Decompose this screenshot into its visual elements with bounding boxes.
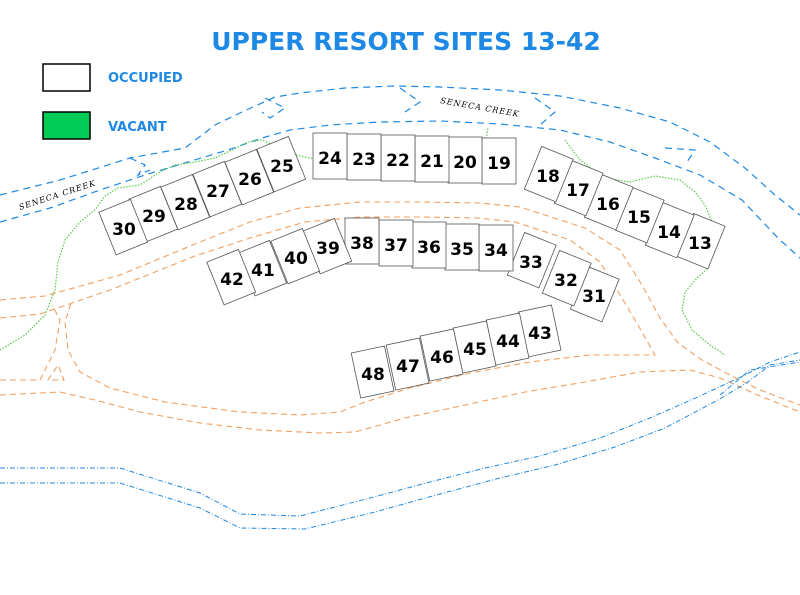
campsite-number: 19 — [487, 154, 511, 174]
legend-vacant-label: VACANT — [108, 120, 167, 135]
campsite-box[interactable] — [541, 249, 592, 307]
campsite-number: 43 — [528, 324, 552, 344]
campsite-number: 33 — [519, 253, 543, 273]
campsite-45[interactable]: 45 — [452, 320, 497, 374]
campsite-number: 15 — [627, 208, 651, 228]
campsite-box[interactable] — [447, 136, 483, 184]
legend-vacant-swatch — [42, 111, 91, 140]
campsite-number: 26 — [238, 170, 262, 190]
campsite-44[interactable]: 44 — [485, 312, 530, 366]
campsite-number: 14 — [657, 223, 681, 243]
campsite-number: 48 — [361, 365, 385, 385]
campsite-box[interactable] — [270, 227, 321, 285]
campsite-number: 46 — [430, 348, 454, 368]
campsite-number: 27 — [206, 182, 230, 202]
campsite-number: 39 — [316, 239, 340, 259]
campsite-number: 41 — [251, 261, 275, 281]
campsite-20[interactable]: 20 — [447, 136, 483, 184]
campsite-number: 23 — [352, 150, 376, 170]
campsite-23[interactable]: 23 — [346, 133, 382, 181]
campsite-32[interactable]: 32 — [541, 249, 592, 307]
road-loop — [0, 201, 800, 434]
legend: OCCUPIED VACANT — [42, 63, 183, 140]
campsite-42[interactable]: 42 — [206, 248, 257, 306]
campsite-number: 20 — [453, 153, 477, 173]
creek-label-east: SENECA CREEK — [440, 96, 521, 119]
campsite-number: 31 — [582, 287, 606, 307]
campsite-number: 29 — [142, 207, 166, 227]
campsite-30[interactable]: 30 — [98, 198, 149, 256]
campsite-36[interactable]: 36 — [411, 221, 447, 269]
campsite-box[interactable] — [206, 248, 257, 306]
campsite-33[interactable]: 33 — [506, 231, 557, 289]
campsite-number: 17 — [566, 181, 590, 201]
campsite-box[interactable] — [312, 132, 348, 180]
campsite-48[interactable]: 48 — [350, 345, 395, 399]
campsite-box[interactable] — [350, 345, 395, 399]
page-title: UPPER RESORT SITES 13-42 — [211, 27, 601, 56]
legend-occupied-label: OCCUPIED — [108, 71, 183, 86]
campsite-number: 35 — [450, 240, 474, 260]
campsite-number: 21 — [420, 152, 444, 172]
campsite-number: 42 — [220, 270, 244, 290]
campsite-35[interactable]: 35 — [444, 223, 480, 271]
campsite-number: 18 — [536, 167, 560, 187]
campsite-27[interactable]: 27 — [192, 160, 243, 218]
campsite-19[interactable]: 19 — [481, 137, 517, 185]
campsite-box[interactable] — [385, 337, 430, 391]
campsite-43[interactable]: 43 — [517, 304, 562, 358]
campsite-box[interactable] — [256, 135, 307, 193]
campsite-37[interactable]: 37 — [378, 219, 414, 267]
campsite-box[interactable] — [444, 223, 480, 271]
campsite-number: 32 — [554, 271, 578, 291]
campsite-number: 22 — [386, 151, 410, 171]
campsite-number: 38 — [350, 234, 374, 254]
campsite-number: 25 — [270, 157, 294, 177]
campsite-box[interactable] — [506, 231, 557, 289]
campsite-21[interactable]: 21 — [414, 135, 450, 183]
campsite-box[interactable] — [478, 224, 514, 272]
campsite-number: 47 — [396, 357, 420, 377]
legend-occupied-swatch — [42, 63, 91, 92]
campsite-18[interactable]: 18 — [523, 145, 574, 203]
campsite-number: 13 — [688, 234, 712, 254]
campsite-box[interactable] — [419, 328, 464, 382]
campsite-number: 24 — [318, 149, 342, 169]
campsite-box[interactable] — [98, 198, 149, 256]
campsite-34[interactable]: 34 — [478, 224, 514, 272]
campsite-box[interactable] — [414, 135, 450, 183]
utility-line — [0, 351, 800, 530]
campsite-26[interactable]: 26 — [224, 148, 275, 206]
campsite-number: 34 — [484, 241, 508, 261]
campsite-22[interactable]: 22 — [380, 134, 416, 182]
campsite-number: 40 — [284, 249, 308, 269]
campsite-25[interactable]: 25 — [256, 135, 307, 193]
campsite-box[interactable] — [192, 160, 243, 218]
campsite-24[interactable]: 24 — [312, 132, 348, 180]
campsite-box[interactable] — [481, 137, 517, 185]
campsite-number: 30 — [112, 220, 136, 240]
campsite-40[interactable]: 40 — [270, 227, 321, 285]
campsite-47[interactable]: 47 — [385, 337, 430, 391]
campsite-box[interactable] — [378, 219, 414, 267]
campsite-number: 16 — [596, 195, 620, 215]
campsite-number: 44 — [496, 332, 520, 352]
campsite-box[interactable] — [380, 134, 416, 182]
campsite-38[interactable]: 38 — [344, 217, 380, 265]
campsite-number: 28 — [174, 195, 198, 215]
campsite-number: 36 — [417, 238, 441, 258]
campsite-number: 45 — [463, 340, 487, 360]
campsite-box[interactable] — [344, 217, 380, 265]
campsite-number: 37 — [384, 236, 408, 256]
campsite-box[interactable] — [523, 145, 574, 203]
seneca-creek — [0, 85, 800, 259]
campsite-layer: 13 14 15 16 17 18 19 20 21 22 23 24 25 26 27 28 29 30 3132… — [98, 132, 726, 399]
campsite-28[interactable]: 28 — [160, 173, 211, 231]
campsite-46[interactable]: 46 — [419, 328, 464, 382]
